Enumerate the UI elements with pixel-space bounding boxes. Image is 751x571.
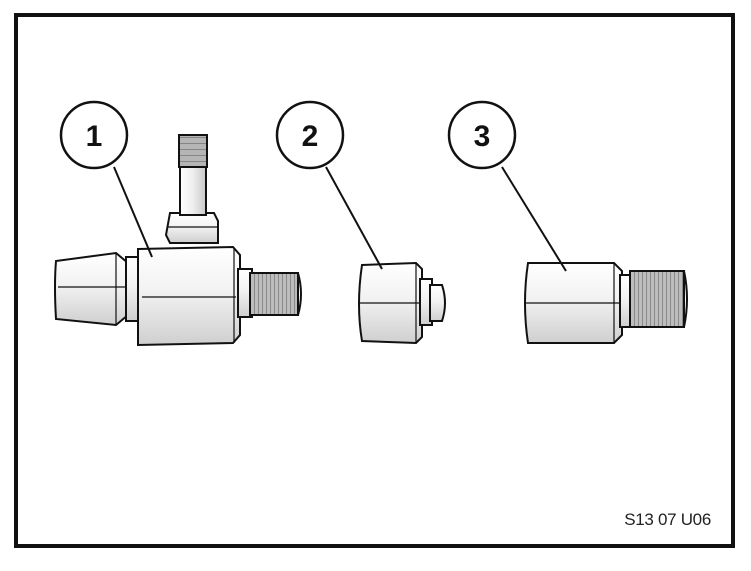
part-1-valve-stem <box>179 164 207 216</box>
part-1-stem-hex <box>164 212 219 244</box>
part-1-left-hex-nut <box>54 251 129 327</box>
callout-2-number: 2 <box>302 120 319 153</box>
callout-1-number: 1 <box>86 120 103 153</box>
part-3-thread <box>629 270 685 328</box>
callout-3-number: 3 <box>474 120 491 153</box>
part-2-tip <box>429 284 446 322</box>
part-1-tee-fitting <box>54 134 302 347</box>
part-1-right-thread <box>249 272 299 316</box>
part-1-body <box>137 245 241 347</box>
part-2-hex-cap <box>358 261 446 345</box>
part-3-adapter <box>524 262 688 344</box>
fittings-illustration: 1 2 3 <box>54 100 688 347</box>
figure-code: S13 07 U06 <box>624 510 711 529</box>
diagram-frame: 1 2 3 S13 07 U06 <box>14 13 735 548</box>
part-1-stem-thread <box>178 134 208 168</box>
callout-1: 1 <box>59 100 153 258</box>
callout-2: 2 <box>275 100 383 270</box>
callout-3: 3 <box>447 100 567 272</box>
